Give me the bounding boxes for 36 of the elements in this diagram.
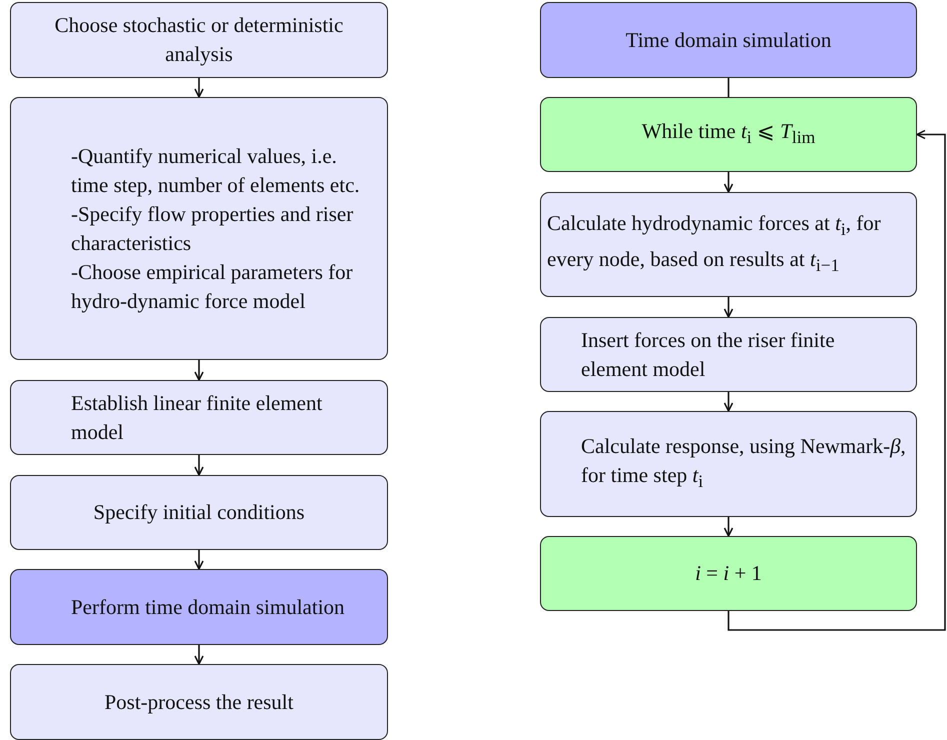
arrow xyxy=(724,392,734,412)
process-box xyxy=(10,380,388,455)
arrow xyxy=(194,550,204,570)
box-text: While time t$_{i}$ ⩽ T$_{lim}$ xyxy=(640,118,816,150)
arrow xyxy=(194,360,204,381)
box-text: i = i + 1 xyxy=(694,560,763,587)
process-box xyxy=(10,2,388,78)
box-text: Perform time domain simulation xyxy=(71,594,346,620)
arrow xyxy=(194,455,204,476)
box-text: -Specify flow properties and riser characteristics xyxy=(71,200,354,256)
box-text: -Quantify numerical values, i.e. time step, number of elements etc. xyxy=(71,142,361,198)
box-text: Specify initial conditions xyxy=(92,499,306,526)
box-text: Establish linear finite element model xyxy=(71,390,324,446)
box-text: Calculate hydrodynamic forces at t$_{i}$, for every node, based on results at t$_{i−1}$ xyxy=(547,210,882,277)
box-text: -Choose empirical parameters for hydro-dynamic force model xyxy=(71,258,354,314)
arrow xyxy=(724,517,734,537)
loop-box xyxy=(540,97,917,172)
process-box xyxy=(10,475,388,550)
process-box xyxy=(540,192,917,297)
arrow xyxy=(724,297,734,318)
arrow xyxy=(724,172,734,193)
arrow xyxy=(194,645,204,665)
box-text: Calculate response, using Newmark-β, for time step t$_{i}$ xyxy=(581,432,906,494)
box-text: Time domain simulation xyxy=(624,26,832,54)
process-box xyxy=(10,97,388,360)
box-text: Choose stochastic or deterministic analysis xyxy=(54,12,344,68)
process-box xyxy=(10,664,388,740)
process-box xyxy=(540,317,917,392)
process-box xyxy=(540,411,917,517)
box-text: Post-process the result xyxy=(104,688,294,716)
process-box xyxy=(10,569,388,645)
loop-arrow xyxy=(728,130,946,631)
process-box xyxy=(540,2,917,78)
loop-box xyxy=(540,536,917,611)
arrow xyxy=(194,78,204,98)
box-text: Insert forces on the riser finite element model xyxy=(581,326,836,382)
